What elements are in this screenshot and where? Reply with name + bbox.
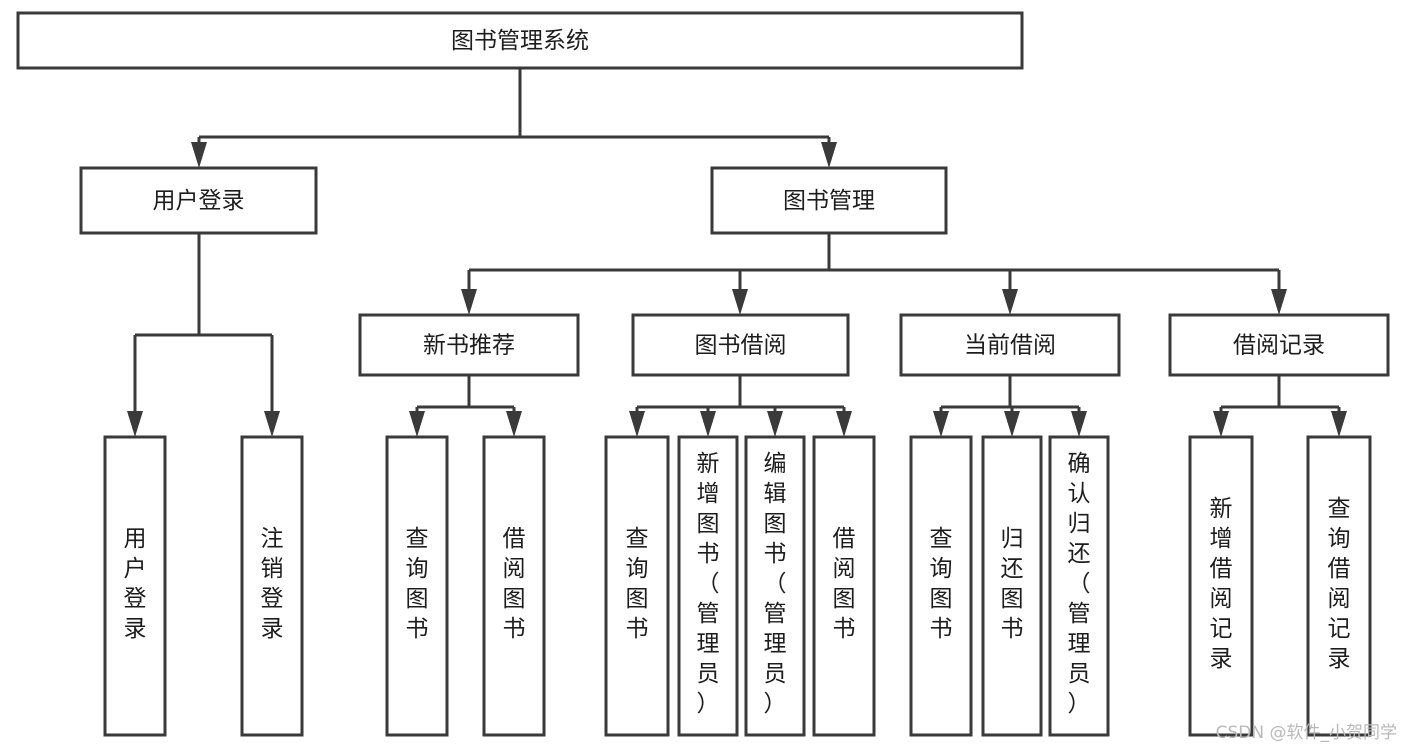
- node-layer: [16, 11, 1390, 737]
- node-box-records[interactable]: [1168, 313, 1390, 377]
- arrow-head-icon: [732, 289, 748, 315]
- node-box-leaf13[interactable]: [1306, 435, 1372, 737]
- node-label-leaf13: 查询借阅记录: [1328, 496, 1351, 672]
- node-box-leaf8[interactable]: [812, 435, 876, 737]
- arrow-head-icon: [1004, 411, 1020, 437]
- connector-layer: [127, 68, 1347, 437]
- node-box-leaf4[interactable]: [482, 435, 546, 737]
- node-box-leaf5[interactable]: [604, 435, 670, 737]
- arrow-head-icon: [821, 142, 837, 168]
- node-label-leaf9: 查询图书: [930, 526, 953, 642]
- node-label-leaf11: 确认归还（管理员）: [1068, 451, 1091, 717]
- arrow-head-icon: [191, 142, 207, 168]
- arrow-head-icon: [1271, 289, 1287, 315]
- arrow-head-icon: [1002, 289, 1018, 315]
- node-box-leaf10[interactable]: [981, 435, 1043, 737]
- arrow-head-icon: [264, 411, 280, 437]
- node-label-leaf1: 用户登录: [124, 526, 147, 642]
- node-label-leaf3: 查询图书: [406, 526, 429, 642]
- node-label-bookmgmt: 图书管理: [783, 188, 875, 214]
- node-label-current: 当前借阅: [964, 333, 1056, 359]
- arrow-head-icon: [836, 411, 852, 437]
- arrow-head-icon: [700, 411, 716, 437]
- node-box-current[interactable]: [899, 313, 1121, 377]
- node-box-leaf1[interactable]: [103, 435, 167, 737]
- node-box-leaf7[interactable]: [744, 435, 806, 737]
- arrow-head-icon: [1331, 411, 1347, 437]
- connector-group-bus-current: [933, 375, 1087, 437]
- node-box-leaf9[interactable]: [909, 435, 973, 737]
- node-label-leaf8: 借阅图书: [833, 526, 856, 642]
- arrow-head-icon: [1071, 411, 1087, 437]
- node-box-borrow[interactable]: [631, 313, 850, 377]
- node-box-login[interactable]: [79, 166, 318, 235]
- node-label-leaf12: 新增借阅记录: [1210, 496, 1233, 672]
- node-label-login: 用户登录: [153, 188, 245, 214]
- node-label-leaf6: 新增图书（管理员）: [697, 451, 720, 717]
- connector-group-bus-login: [127, 233, 280, 437]
- node-box-leaf11[interactable]: [1048, 435, 1110, 737]
- node-label-root: 图书管理系统: [451, 28, 589, 54]
- node-box-newbook[interactable]: [358, 313, 580, 377]
- node-box-root[interactable]: [16, 11, 1024, 70]
- connector-group-bus-mgmt: [461, 233, 1287, 315]
- connector-group-bus-borrow: [629, 375, 852, 437]
- node-box-leaf6[interactable]: [677, 435, 739, 737]
- node-label-borrow: 图书借阅: [695, 333, 787, 359]
- arrow-head-icon: [461, 289, 477, 315]
- connector-group-bus-records: [1213, 375, 1347, 437]
- node-label-records: 借阅记录: [1233, 333, 1325, 359]
- node-box-leaf12[interactable]: [1188, 435, 1254, 737]
- node-box-bookmgmt[interactable]: [710, 166, 948, 235]
- node-box-leaf2[interactable]: [240, 435, 304, 737]
- node-label-leaf10: 归还图书: [1001, 526, 1024, 642]
- connector-group-bus-newbook: [409, 375, 522, 437]
- node-label-newbook: 新书推荐: [423, 333, 515, 359]
- arrow-head-icon: [767, 411, 783, 437]
- label-layer: 图书管理系统用户登录图书管理新书推荐图书借阅当前借阅借阅记录用户登录注销登录查询…: [124, 28, 1351, 717]
- node-box-leaf3[interactable]: [385, 435, 449, 737]
- node-label-leaf7: 编辑图书（管理员）: [764, 451, 787, 717]
- arrow-head-icon: [933, 411, 949, 437]
- arrow-head-icon: [409, 411, 425, 437]
- node-label-leaf2: 注销登录: [261, 526, 284, 642]
- arrow-head-icon: [127, 411, 143, 437]
- connector-group-bus-root: [191, 68, 837, 168]
- node-label-leaf5: 查询图书: [626, 526, 649, 642]
- arrow-head-icon: [629, 411, 645, 437]
- arrow-head-icon: [1213, 411, 1229, 437]
- arrow-head-icon: [506, 411, 522, 437]
- node-label-leaf4: 借阅图书: [503, 526, 526, 642]
